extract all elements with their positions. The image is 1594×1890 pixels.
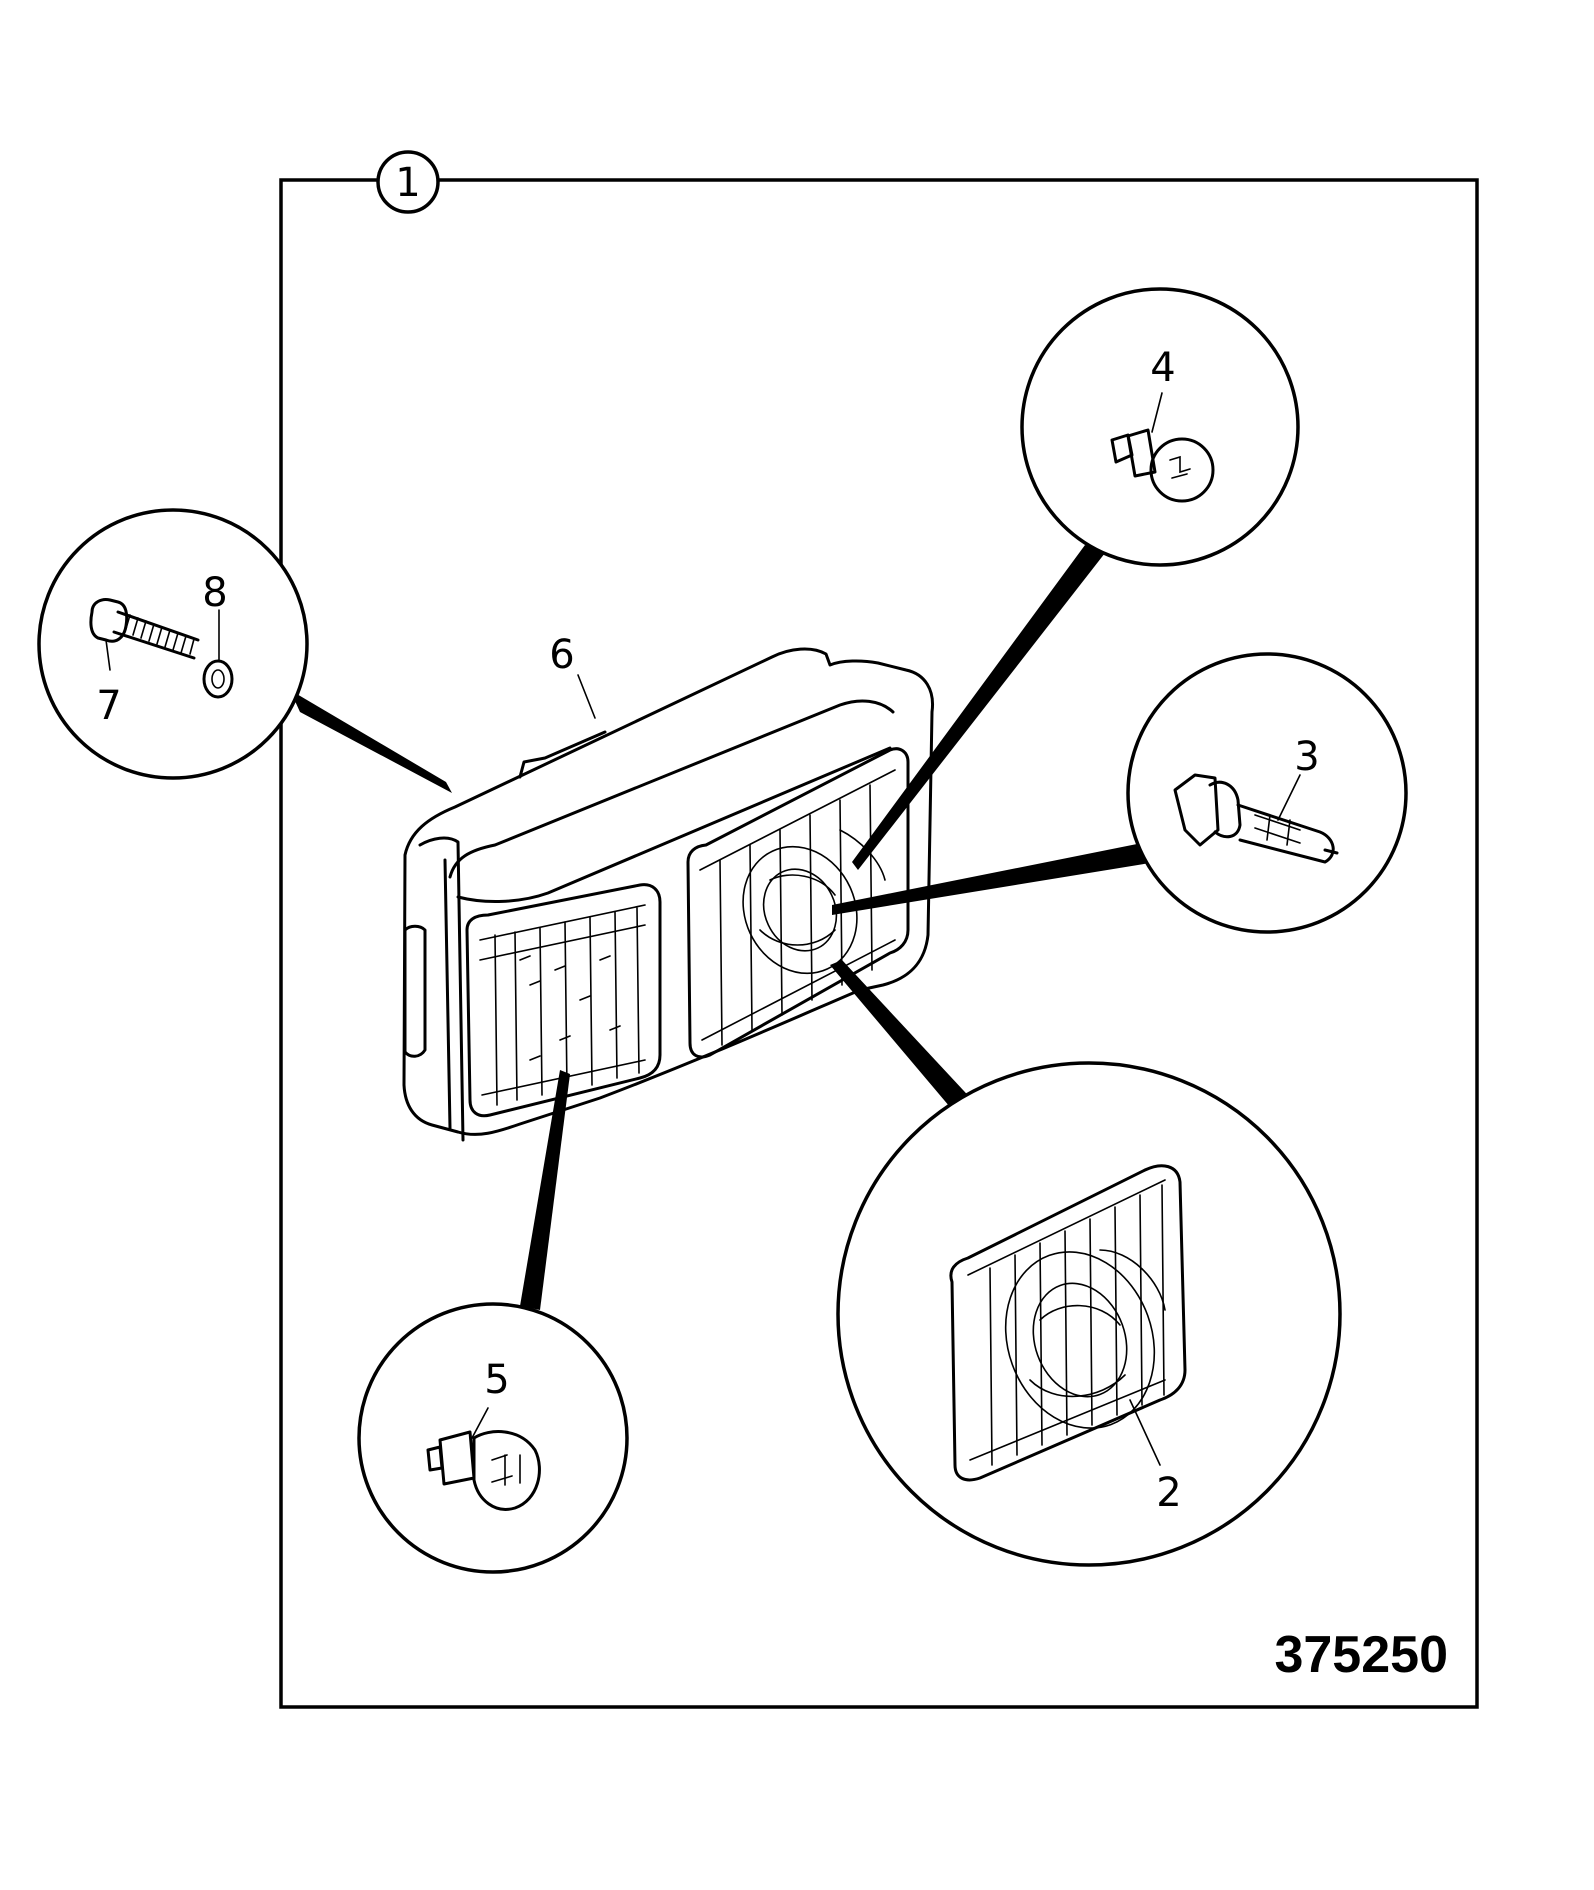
leader-indicator	[520, 1070, 570, 1310]
bubble-lens: 2	[836, 1061, 1342, 1567]
leader-headlamp	[832, 843, 1150, 915]
sidelamp-bulb-part	[1110, 392, 1215, 503]
lens-part	[949, 1164, 1187, 1482]
screw-part	[89, 598, 200, 671]
bubble-sidelamp-bulb: 4	[1020, 287, 1300, 567]
figure-number: 375250	[1274, 1626, 1448, 1684]
callout-8: 8	[202, 570, 227, 616]
callout-3: 3	[1294, 734, 1319, 780]
bubble-headlamp-bulb: 3	[1126, 652, 1408, 934]
indicator-lens	[465, 883, 662, 1118]
leader-lines	[290, 545, 1150, 1310]
lamp-body-callout: 6	[549, 632, 596, 719]
diagram-frame	[279, 178, 1479, 1709]
leader-screw	[290, 690, 452, 793]
callout-7: 7	[96, 683, 121, 729]
headlamp-lens	[686, 747, 910, 1059]
bubble-screw-washer: 8 7	[37, 508, 309, 780]
leader-lens	[830, 960, 977, 1113]
lamp-assembly	[402, 647, 935, 1142]
callout-2: 2	[1156, 1470, 1181, 1516]
bubble-indicator-bulb: 5	[357, 1302, 629, 1574]
headlamp-bulb-part	[1173, 773, 1339, 864]
assembly-callout: 1	[376, 150, 440, 214]
assembly-number: 1	[395, 160, 420, 206]
callout-6: 6	[549, 632, 574, 678]
indicator-bulb-part	[426, 1407, 541, 1511]
leader-sidelamp	[852, 545, 1105, 870]
callout-5: 5	[484, 1357, 509, 1403]
washer-part	[202, 609, 234, 699]
callout-4: 4	[1150, 345, 1175, 391]
